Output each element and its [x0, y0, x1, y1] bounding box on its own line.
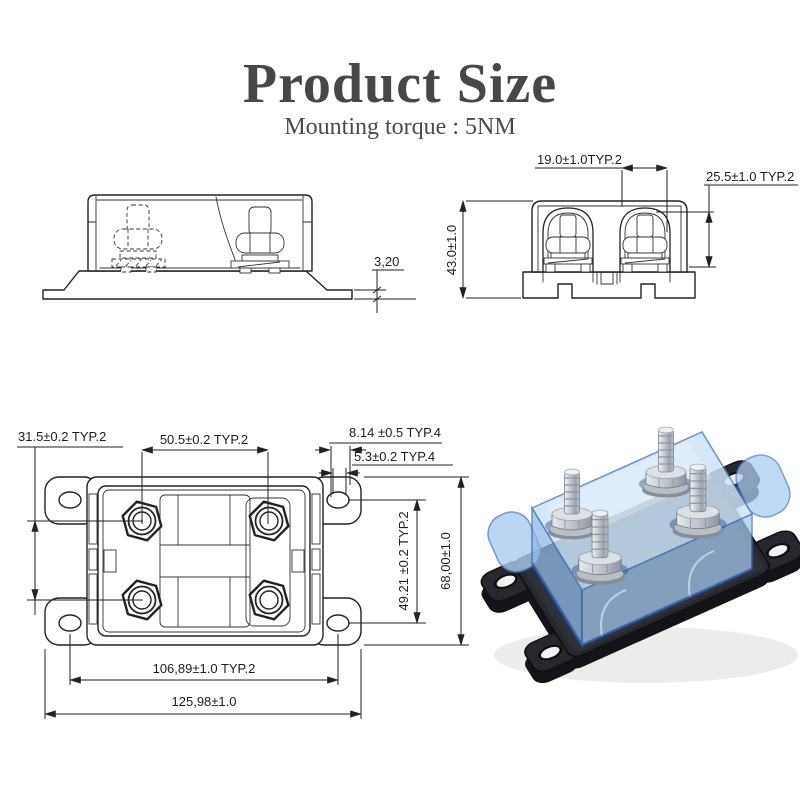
dim-body-width: 68,00±1.0	[364, 475, 469, 647]
front-view-drawing: 43.0±1.0 19.0±1.0TYP.2 25.5±1.0 TYP.2	[444, 152, 798, 300]
front-base	[522, 271, 696, 299]
side-rails	[88, 493, 321, 625]
mount-hole	[766, 542, 791, 559]
dim-slot-width: 5.3±0.2 TYP.4	[319, 449, 453, 494]
product-photo	[480, 426, 800, 684]
dim-label-stud-row-spacing: 31.5±0.2 TYP.2	[18, 429, 106, 444]
side-stud-visible	[230, 206, 290, 274]
mount-hole	[493, 573, 518, 590]
subtitle-mounting-torque: Mounting torque : 5NM	[284, 114, 516, 140]
dim-stud-column-spacing: 50.5±0.2 TYP.2	[140, 432, 270, 524]
blue-cover	[487, 431, 791, 648]
dim-pocket-width: 19.0±1.0TYP.2	[535, 152, 669, 232]
dim-overall-length: 125,98±1.0	[43, 649, 363, 719]
dim-label-pocket-width: 19.0±1.0TYP.2	[537, 152, 622, 167]
side-base	[42, 267, 353, 300]
pocket-arch-left	[542, 207, 594, 273]
dim-mount-hole-row-spacing: 49.21 ±0.2 TYP.2	[348, 498, 426, 625]
mounting-slots	[58, 491, 350, 632]
top-view-drawing: 31.5±0.2 TYP.2 50.5±0.2 TYP.2 8.14 ±0.5 …	[17, 425, 469, 719]
dim-label-body-width: 68,00±1.0	[438, 532, 453, 590]
dim-label-slot-length: 8.14 ±0.5 TYP.4	[349, 425, 441, 440]
pocket-arch-right	[619, 207, 671, 273]
dim-stud-row-spacing: 31.5±0.2 TYP.2	[17, 429, 143, 615]
dim-label-mount-hole-column-spacing: 106,89±1.0 TYP.2	[153, 661, 256, 676]
side-view-drawing: 3,20	[42, 194, 416, 313]
cover-arch-right	[735, 454, 791, 518]
dim-label-overall-height: 43.0±1.0	[444, 225, 459, 276]
mount-hole	[538, 644, 563, 661]
dim-mount-hole-column-spacing: 106,89±1.0 TYP.2	[68, 634, 340, 685]
page-title: Product Size	[242, 53, 558, 115]
dim-slot-length: 8.14 ±0.5 TYP.4	[315, 425, 442, 497]
side-stud-hidden	[111, 204, 166, 273]
dim-pocket-depth: 25.5±1.0 TYP.2	[656, 169, 798, 269]
dim-base-thickness: 3,20	[354, 254, 416, 313]
dim-overall-height: 43.0±1.0	[444, 199, 533, 300]
dim-label-mount-hole-row-spacing: 49.21 ±0.2 TYP.2	[396, 511, 411, 610]
dim-label-pocket-depth: 25.5±1.0 TYP.2	[706, 169, 794, 184]
dim-label-slot-width: 5.3±0.2 TYP.4	[354, 449, 435, 464]
dim-label-stud-column-spacing: 50.5±0.2 TYP.2	[160, 432, 248, 447]
dim-label-base-thickness: 3,20	[374, 254, 399, 269]
dim-label-overall-length: 125,98±1.0	[172, 694, 237, 709]
